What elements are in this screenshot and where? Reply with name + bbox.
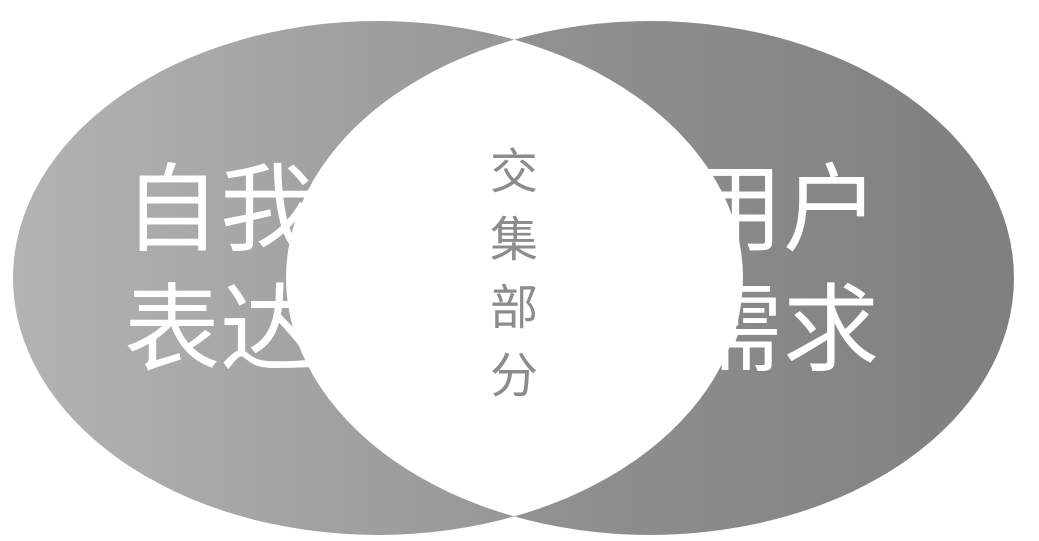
intersection-char-2: 集 (490, 212, 538, 268)
intersection-char-3: 部 (490, 280, 538, 336)
left-label-line1: 自我 (124, 154, 316, 266)
intersection-char-1: 交 (490, 144, 538, 200)
left-label-line2: 表达 (124, 274, 316, 386)
intersection-char-4: 分 (490, 348, 538, 404)
right-label-line2: 需求 (687, 274, 879, 386)
right-label-line1: 用户 (687, 154, 879, 266)
intersection-region (286, 21, 743, 535)
